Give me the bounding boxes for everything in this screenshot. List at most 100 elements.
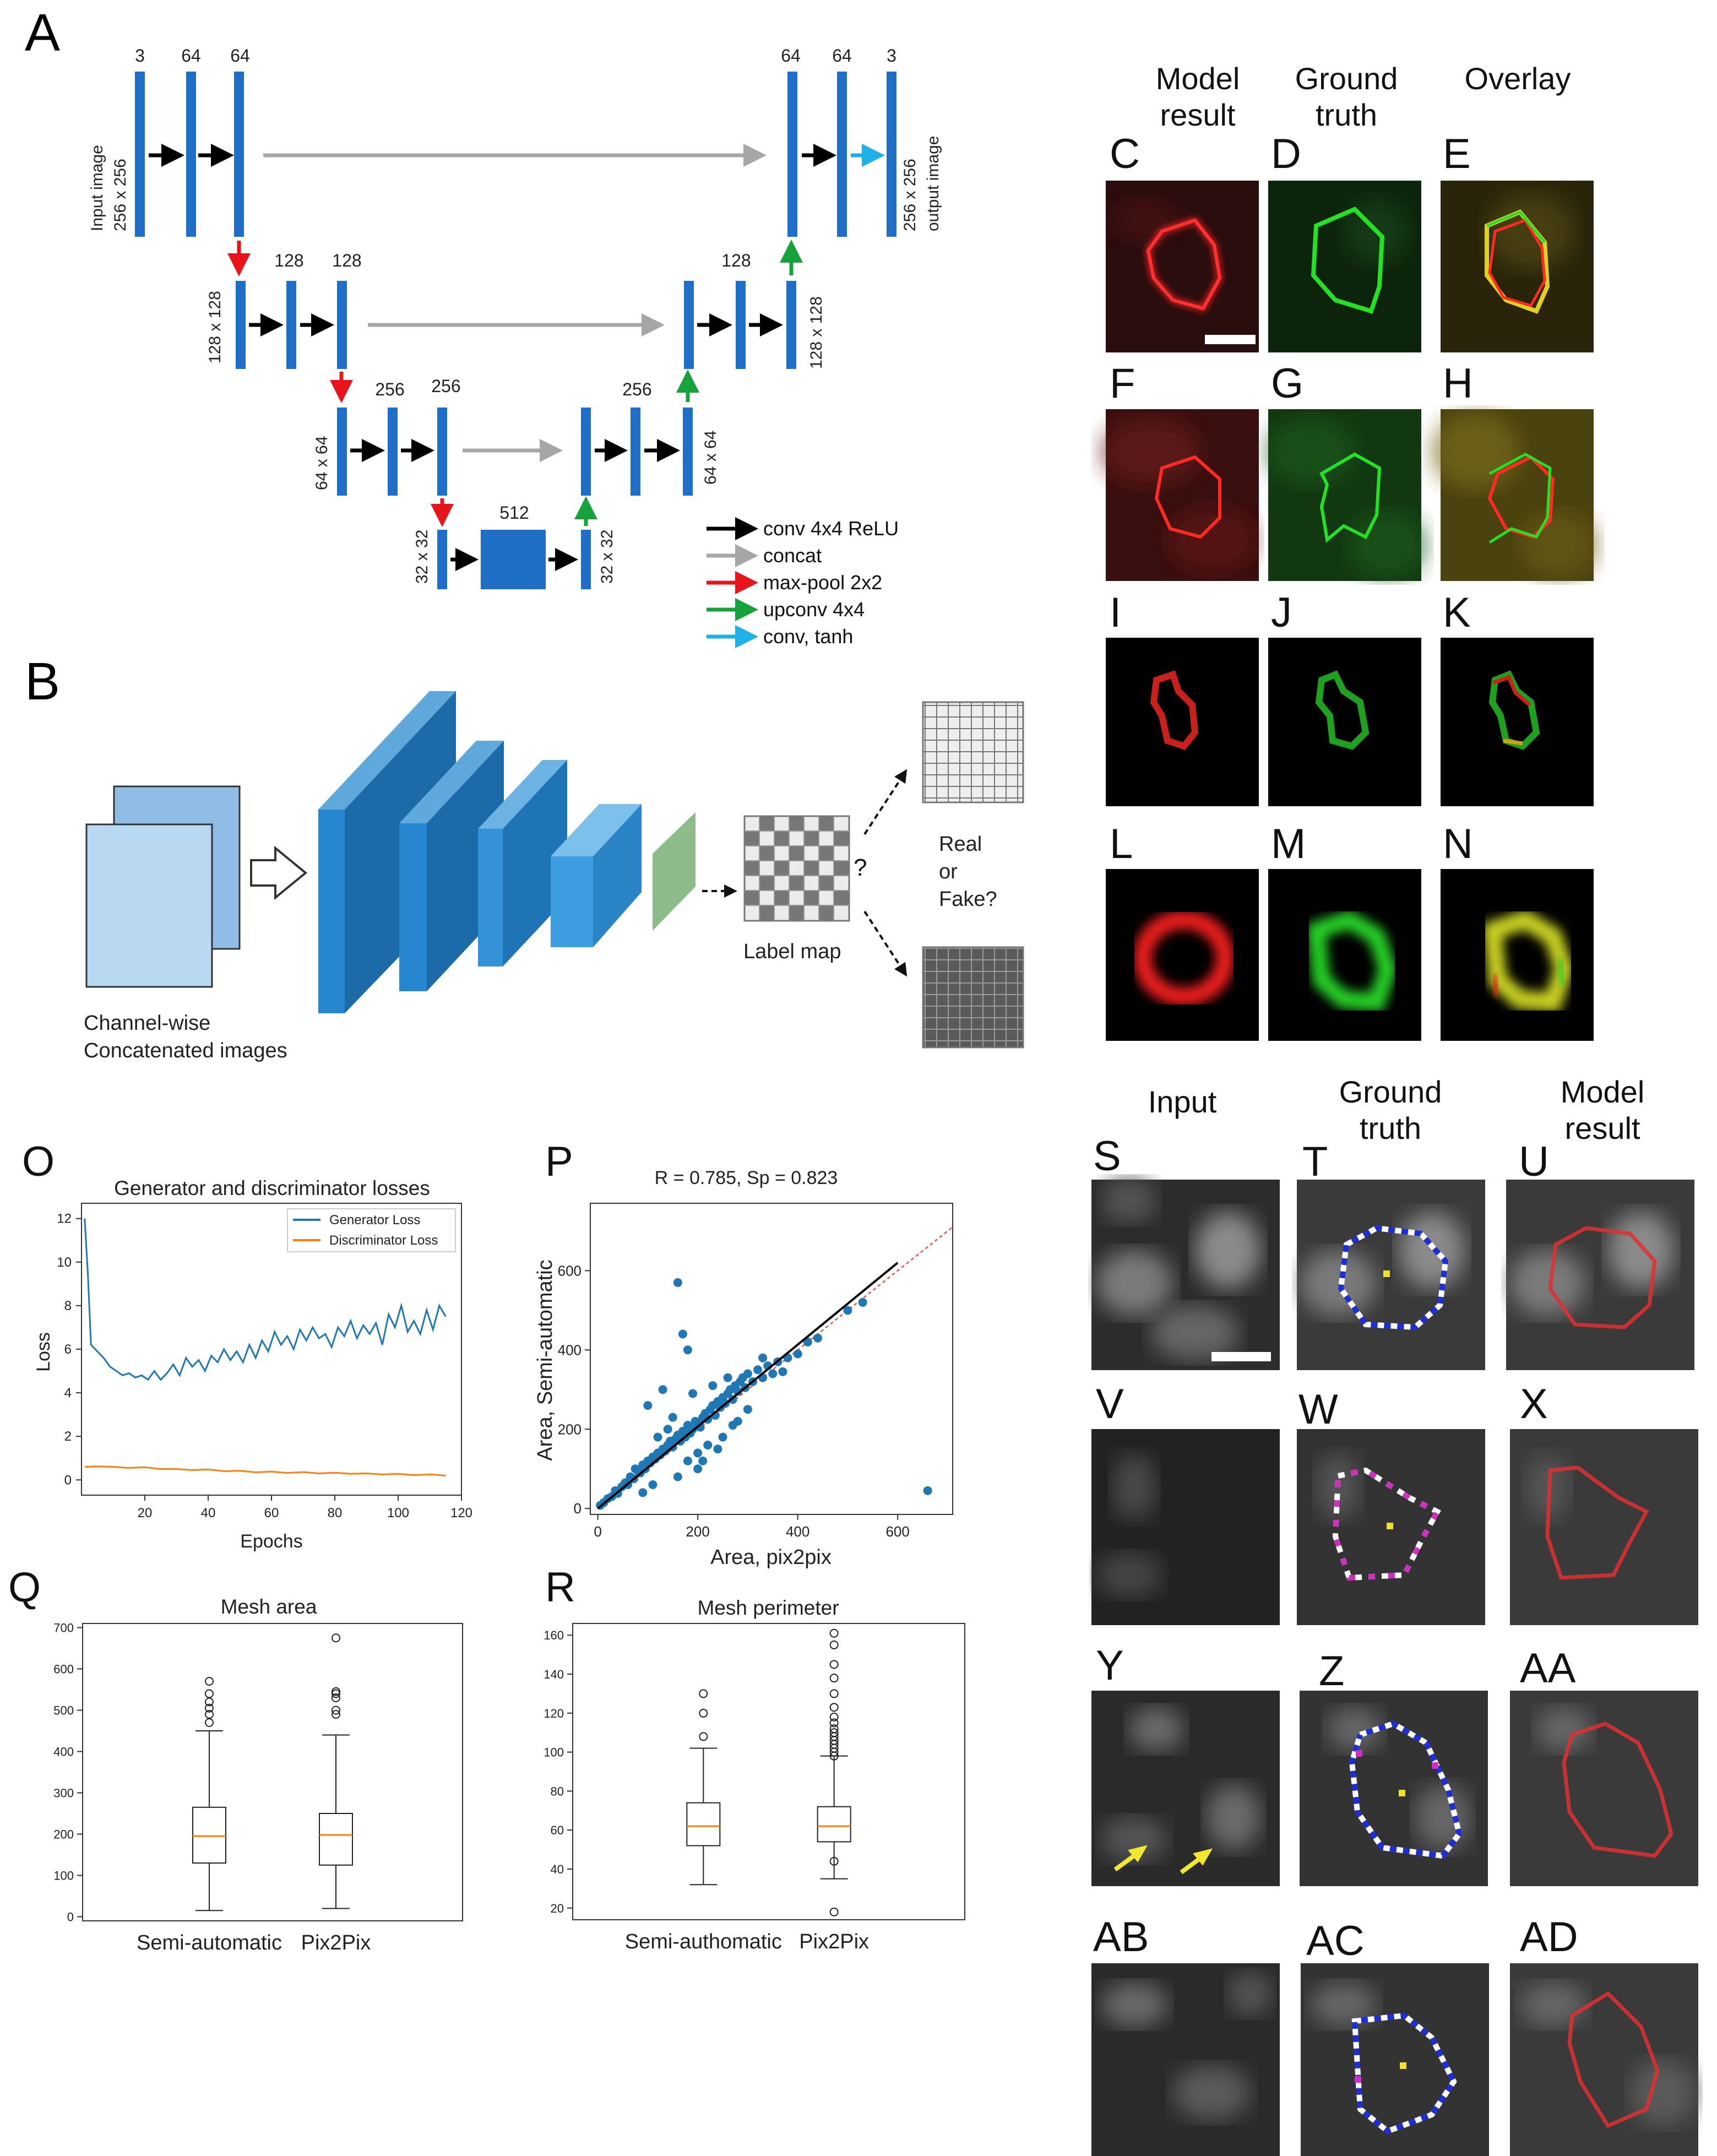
- outlier-point: [205, 1677, 214, 1686]
- y-tick-label: 600: [53, 1663, 74, 1676]
- size-64-left: 64 x 64: [313, 436, 331, 490]
- x-tick-label: 60: [264, 1506, 279, 1520]
- label-map-grid: [743, 815, 850, 922]
- size-32-left: 32 x 32: [413, 530, 431, 584]
- layer-256d: [581, 408, 591, 496]
- panel-label-x: X: [1520, 1381, 1548, 1427]
- series-line: [84, 1218, 447, 1381]
- box: [817, 1806, 851, 1843]
- col-header-model-line2: result: [1565, 1111, 1640, 1145]
- panel-label-aa: AA: [1520, 1645, 1576, 1692]
- outlier-point: [332, 1633, 340, 1643]
- outlier-point: [699, 1732, 708, 1741]
- legend-label: conv, tanh: [763, 625, 853, 648]
- layer-128c: [337, 281, 347, 369]
- col-header-input: Input: [1148, 1084, 1217, 1119]
- legend-item-conv-tanh: conv, tanh: [707, 625, 853, 648]
- chart-r-title: Mesh perimeter: [697, 1596, 839, 1619]
- unet-size-labels: Input image 256 x 256 256 x 256 output i…: [88, 136, 942, 584]
- disc-output-layer: [653, 812, 696, 931]
- category-label: Pix2Pix: [301, 1931, 371, 1954]
- panel-label-w: W: [1298, 1386, 1338, 1433]
- box: [192, 1806, 226, 1864]
- layer-32b: [581, 530, 591, 589]
- scatter-point: [693, 1448, 703, 1458]
- panel-label-c: C: [1110, 131, 1140, 177]
- chart-o-title: Generator and discriminator losses: [114, 1177, 430, 1199]
- box: [319, 1813, 353, 1866]
- scale-bar: [1211, 1352, 1271, 1361]
- scatter-point: [673, 1472, 682, 1481]
- layer-256a: [337, 408, 347, 496]
- panel-label-m: M: [1271, 821, 1306, 867]
- image-g-truth: [1267, 409, 1426, 581]
- image-n-overlay: [1441, 869, 1594, 1041]
- panel-label-r: R: [545, 1564, 575, 1611]
- legend-label-generator: Generator Loss: [329, 1213, 420, 1228]
- scatter-point: [793, 1349, 802, 1359]
- outlier-point: [829, 1856, 839, 1866]
- real-or-fake-text: Real or Fake?: [939, 833, 997, 911]
- scatter-point: [743, 1369, 752, 1378]
- scatter-point: [718, 1432, 727, 1442]
- panel-label-i: I: [1110, 589, 1121, 636]
- panel-label-b: B: [25, 652, 60, 711]
- col-header-model-line1: Model: [1561, 1074, 1645, 1109]
- scatter-point: [768, 1369, 778, 1378]
- panel-label-t: T: [1302, 1138, 1328, 1185]
- unet-arrows: [149, 144, 885, 571]
- y-tick-label: 100: [544, 1746, 564, 1759]
- outlier-point: [332, 1706, 340, 1715]
- legend-item-upconv: upconv 4x4: [707, 598, 865, 621]
- scatter-point: [858, 1297, 867, 1307]
- y-tick-label: 4: [64, 1386, 72, 1400]
- outlier-point: [829, 1703, 839, 1712]
- panel-label-k: K: [1443, 589, 1471, 636]
- unet-layers: [135, 72, 896, 589]
- channel-256-c: 256: [622, 379, 651, 399]
- x-tick-label: 120: [450, 1506, 472, 1520]
- image-l-model: [1106, 869, 1259, 1041]
- panel-input-grid: Input Ground truth Model result S T U V …: [1091, 1074, 1698, 2156]
- output-image-label: output image: [924, 136, 942, 231]
- input-caption-line-1: Channel-wise: [84, 1012, 210, 1035]
- outlier-point: [829, 1728, 839, 1737]
- label-map-caption: Label map: [743, 940, 841, 963]
- outlier-point: [205, 1703, 214, 1713]
- y-tick-label: 0: [574, 1500, 582, 1517]
- chart-p-xlabel: Area, pix2pix: [710, 1546, 832, 1569]
- y-tick-label: 300: [53, 1786, 74, 1800]
- scatter-point: [648, 1480, 658, 1490]
- panel-label-y: Y: [1096, 1642, 1124, 1689]
- fake-label: Fake?: [939, 888, 997, 911]
- panel-label-g: G: [1271, 360, 1303, 407]
- scatter-point: [683, 1456, 692, 1465]
- scale-bar: [1205, 335, 1256, 344]
- channel-256-b: 256: [431, 376, 460, 396]
- y-tick-label: 400: [558, 1342, 582, 1358]
- scatter-point: [693, 1464, 703, 1474]
- scatter-point: [683, 1345, 692, 1355]
- scatter-point: [753, 1365, 763, 1375]
- chart-q-boxes: [192, 1633, 353, 1911]
- legend-label-discriminator: Discriminator Loss: [329, 1233, 438, 1248]
- panel-label-n: N: [1443, 821, 1473, 867]
- image-t-truth: [1297, 1180, 1485, 1370]
- output-size-label: 256 x 256: [901, 159, 919, 231]
- channel-64-d: 64: [832, 46, 852, 66]
- panel-label-l: L: [1110, 821, 1133, 867]
- chart-o-xlabel: Epochs: [240, 1531, 302, 1552]
- panel-label-z: Z: [1319, 1648, 1344, 1695]
- outlier-point: [332, 1693, 340, 1702]
- or-label: or: [939, 860, 958, 883]
- legend-item-concat: concat: [707, 544, 822, 567]
- image-z-truth: [1300, 1691, 1488, 1886]
- chart-o-ylabel: Loss: [33, 1332, 54, 1372]
- unet-channel-labels: 3 64 64 64 64 3 128 128 128 256 256 256 …: [135, 46, 896, 523]
- input-image-label: Input image: [88, 145, 106, 231]
- channel-64-b: 64: [230, 46, 250, 66]
- x-tick-label: 80: [328, 1506, 343, 1520]
- scatter-point: [631, 1464, 640, 1474]
